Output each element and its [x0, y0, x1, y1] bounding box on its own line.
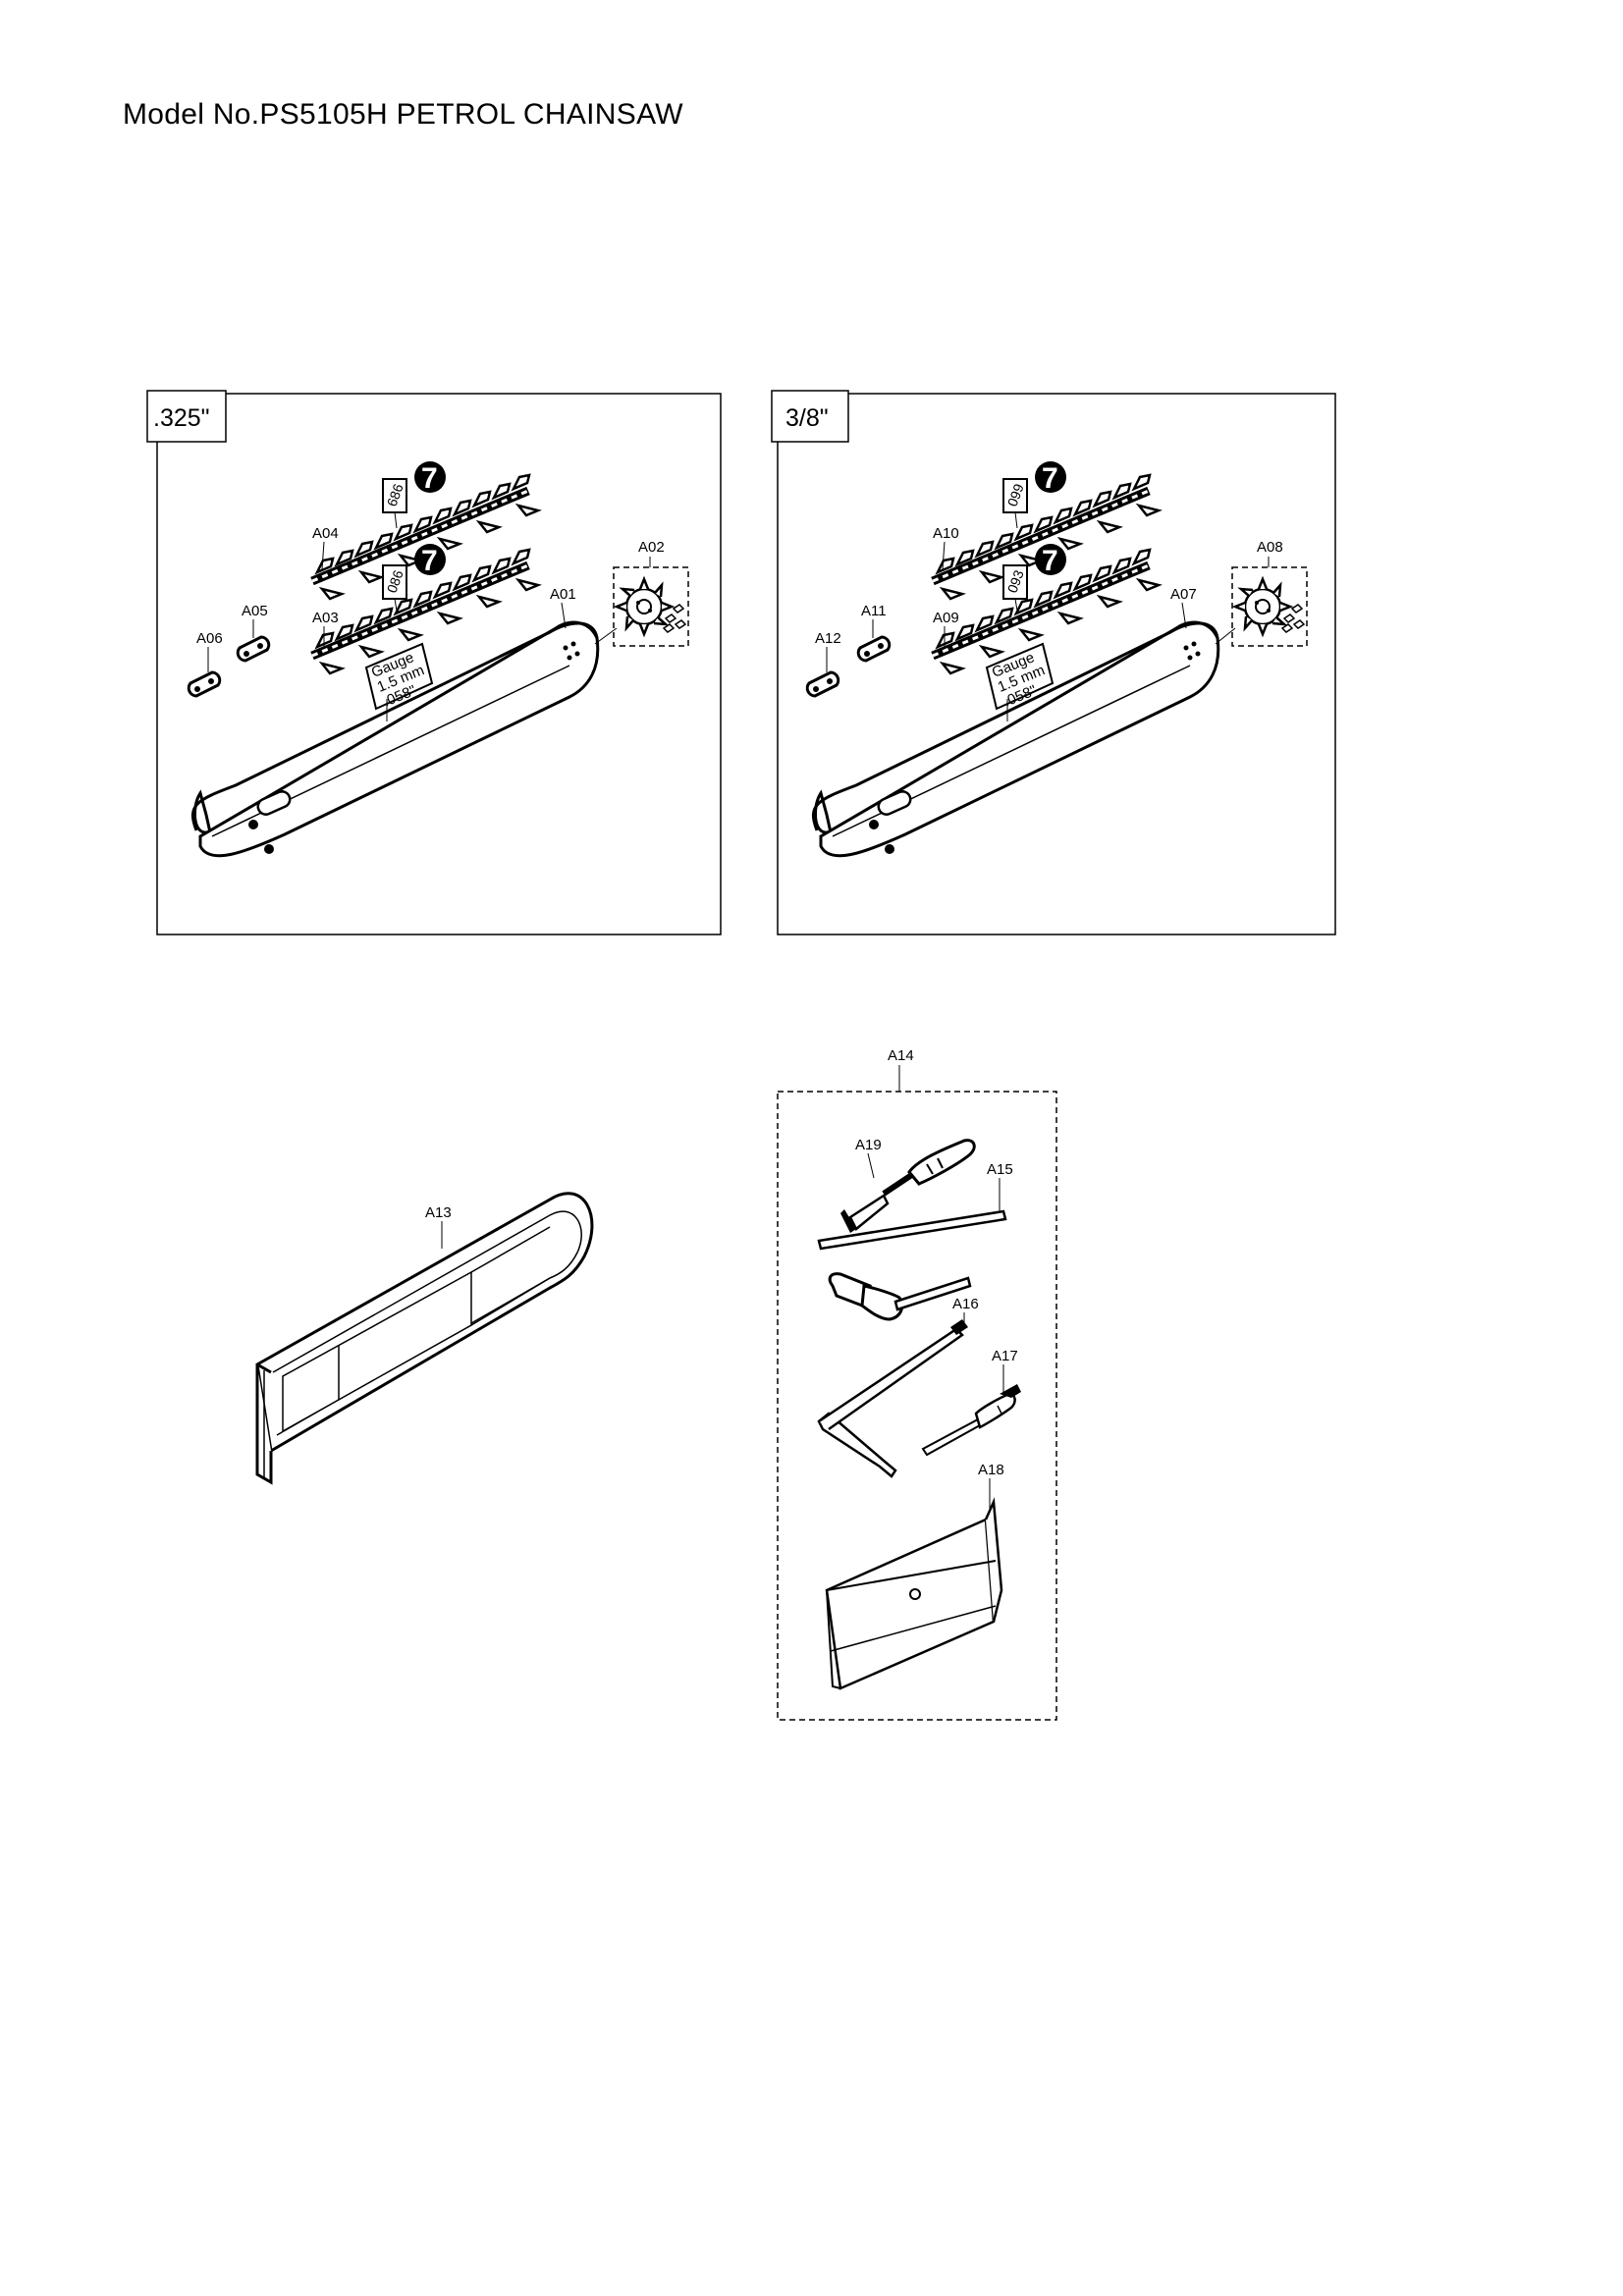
chain-lower-tag: 093 — [1002, 564, 1028, 612]
bar-scabbard: A13 — [255, 1192, 594, 1485]
chain-upper-tag: 099 — [1002, 478, 1028, 529]
part-label-chain-lower: A03 — [312, 610, 339, 626]
svg-text:686: 686 — [384, 481, 406, 508]
part-label-link-a: A11 — [861, 603, 887, 619]
chain-lower-tag: 086 — [382, 564, 407, 612]
tool-pouch — [825, 1497, 1003, 1690]
gauge-box: Gauge 1.5 mm .058" — [985, 642, 1055, 721]
part-label-hex-key: A16 — [952, 1296, 979, 1312]
link-a — [856, 635, 892, 663]
part-label-file-handle: A19 — [855, 1137, 882, 1153]
svg-text:093: 093 — [1004, 567, 1027, 595]
sprocket-group — [613, 557, 689, 647]
part-label-screwdriver: A17 — [992, 1348, 1018, 1364]
svg-text:099: 099 — [1004, 481, 1027, 508]
direction-mark-lower: 7 — [1035, 544, 1066, 577]
part-label-bar: A01 — [550, 586, 576, 603]
panel-label: .325" — [153, 404, 210, 432]
part-label-link-b: A12 — [815, 630, 841, 647]
svg-text:7: 7 — [421, 462, 438, 495]
socket-wrench — [828, 1272, 972, 1321]
flat-file — [817, 1209, 1007, 1251]
panel-325: .325" Gauge 1.5 mm .058" — [146, 390, 722, 935]
guide-bar — [190, 620, 618, 858]
part-label-pouch: A18 — [978, 1462, 1004, 1478]
link-b — [187, 670, 222, 698]
part-label-file: A15 — [987, 1161, 1013, 1178]
part-label-chain-lower: A09 — [933, 610, 959, 626]
part-label-sprocket: A08 — [1257, 539, 1283, 556]
part-label-scabbard: A13 — [425, 1204, 452, 1221]
panel-label: 3/8" — [785, 404, 829, 432]
hex-key — [817, 1319, 968, 1478]
sprocket-group — [1231, 557, 1308, 647]
screwdriver — [921, 1384, 1021, 1457]
part-label-bar: A07 — [1170, 586, 1197, 603]
part-label-sprocket: A02 — [638, 539, 665, 556]
page-title: Model No.PS5105H PETROL CHAINSAW — [123, 98, 683, 131]
direction-mark-upper: 7 — [414, 461, 446, 495]
direction-mark-lower: 7 — [414, 544, 446, 577]
svg-text:7: 7 — [421, 545, 438, 577]
tool-kit: A14 A19 A15 A16 — [777, 1047, 1057, 1721]
direction-mark-upper: 7 — [1035, 461, 1066, 495]
chain-upper-tag: 686 — [382, 478, 407, 529]
part-label-tool-kit: A14 — [888, 1047, 914, 1064]
svg-text:086: 086 — [384, 567, 406, 595]
svg-text:7: 7 — [1042, 545, 1058, 577]
part-label-link-a: A05 — [242, 603, 268, 619]
panel-3-8: 3/8" Gauge 1.5 mm .058" — [771, 390, 1336, 935]
svg-text:7: 7 — [1042, 462, 1058, 495]
guide-bar — [811, 620, 1236, 858]
part-label-link-b: A06 — [196, 630, 223, 647]
file-with-handle — [840, 1139, 976, 1233]
part-label-chain-upper: A04 — [312, 525, 339, 542]
part-label-chain-upper: A10 — [933, 525, 959, 542]
link-b — [805, 670, 840, 698]
link-a — [236, 635, 271, 663]
